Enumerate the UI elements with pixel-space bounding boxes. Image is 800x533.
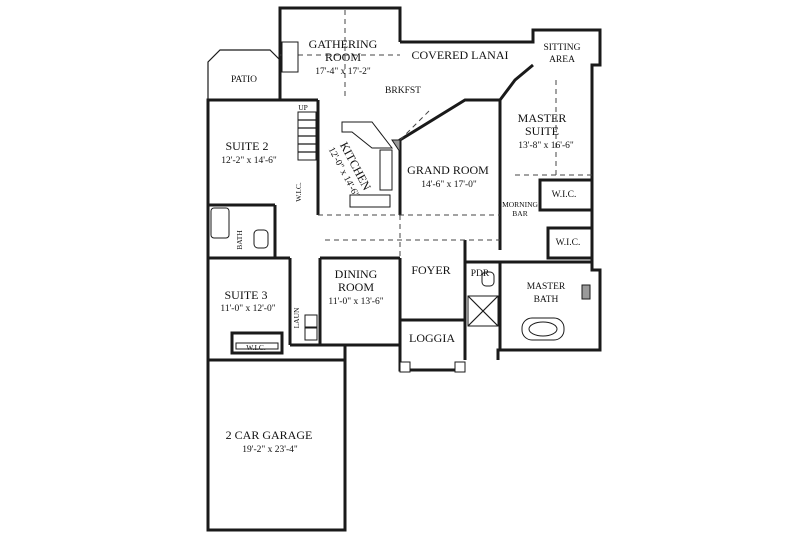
kitchen-island: [341, 121, 394, 149]
svg-text:SUITE 3: SUITE 3: [225, 288, 268, 302]
svg-text:ROOM: ROOM: [325, 50, 361, 64]
brkfst-label: BRKFST: [385, 86, 421, 96]
svg-text:W.I.C.: W.I.C.: [246, 343, 266, 352]
counter-corner: [391, 139, 401, 154]
wic-suite-3-label: W.I.C.: [246, 343, 266, 352]
fixtures: [210, 41, 591, 373]
master-suite-label-2: SUITE: [525, 124, 559, 138]
svg-text:ROOM: ROOM: [338, 280, 374, 294]
svg-text:PDR: PDR: [471, 269, 490, 279]
svg-text:MASTER: MASTER: [527, 282, 566, 292]
svg-text:W.I.C.: W.I.C.: [294, 182, 303, 202]
suite-3-dims: 11'-0" x 12'-0": [220, 304, 275, 314]
svg-text:2 CAR GARAGE: 2 CAR GARAGE: [226, 428, 313, 442]
grand-room-dims: 14'-6" x 17'-0": [421, 180, 477, 190]
covered-lanai-label: COVERED LANAI: [412, 48, 509, 62]
svg-text:19'-2" x 23'-4": 19'-2" x 23'-4": [242, 445, 298, 455]
pdr-label: PDR: [471, 269, 490, 279]
patio-label: PATIO: [231, 75, 257, 85]
svg-text:LOGGIA: LOGGIA: [409, 331, 455, 345]
svg-text:BATH: BATH: [235, 230, 244, 250]
master-suite-label: MASTER: [518, 111, 567, 125]
sitting-area-label: SITTING: [544, 43, 581, 53]
stair-icon: [297, 111, 317, 161]
wic-master-1-label: W.I.C.: [552, 190, 577, 200]
svg-text:BATH: BATH: [534, 295, 559, 305]
interior-walls: [208, 63, 594, 362]
loggia-label: LOGGIA: [409, 331, 455, 345]
svg-text:AREA: AREA: [549, 55, 575, 65]
svg-text:LAUN: LAUN: [292, 307, 301, 328]
svg-text:DINING: DINING: [335, 267, 378, 281]
svg-text:W.I.C.: W.I.C.: [556, 238, 581, 248]
svg-text:17'-4" x 17'-2": 17'-4" x 17'-2": [315, 67, 371, 77]
wic-master-2-label: W.I.C.: [556, 238, 581, 248]
ceiling-lines: [280, 10, 592, 258]
suite-2-label: SUITE 2: [226, 139, 269, 153]
svg-text:BAR: BAR: [512, 209, 527, 218]
garage-label: 2 CAR GARAGE: [226, 428, 313, 442]
grand-room-label: GRAND ROOM: [407, 163, 489, 177]
bathtub-icon: [210, 207, 230, 239]
toilet-icon: [253, 229, 269, 249]
svg-text:MASTER: MASTER: [518, 111, 567, 125]
morning-bar-label-2: BAR: [512, 209, 527, 218]
master-bath-label: MASTER: [527, 282, 566, 292]
gathering-room-label: GATHERING: [309, 37, 378, 51]
svg-text:BRKFST: BRKFST: [385, 86, 421, 96]
svg-text:FOYER: FOYER: [411, 263, 450, 277]
svg-text:UP: UP: [298, 103, 308, 112]
svg-text:W.I.C.: W.I.C.: [552, 190, 577, 200]
master-suite-dims: 13'-8" x 16'-6": [518, 141, 574, 151]
svg-text:11'-0" x 12'-0": 11'-0" x 12'-0": [220, 304, 275, 314]
morning-bar-label: MORNING: [502, 200, 538, 209]
svg-text:COVERED LANAI: COVERED LANAI: [412, 48, 509, 62]
svg-text:13'-8" x 16'-6": 13'-8" x 16'-6": [518, 141, 574, 151]
svg-text:GRAND ROOM: GRAND ROOM: [407, 163, 489, 177]
svg-text:SITTING: SITTING: [544, 43, 581, 53]
svg-text:SUITE: SUITE: [525, 124, 559, 138]
svg-text:SUITE 2: SUITE 2: [226, 139, 269, 153]
garage-dims: 19'-2" x 23'-4": [242, 445, 298, 455]
sitting-area-label-2: AREA: [549, 55, 575, 65]
laun-label: LAUN: [292, 307, 301, 328]
dining-room-label-2: ROOM: [338, 280, 374, 294]
svg-text:GATHERING: GATHERING: [309, 37, 378, 51]
gathering-room-dims: 17'-4" x 17'-2": [315, 67, 371, 77]
bath-label: BATH: [235, 230, 244, 250]
svg-text:PATIO: PATIO: [231, 75, 257, 85]
dining-room-label: DINING: [335, 267, 378, 281]
wic-kitchen-label: W.I.C.: [294, 182, 303, 202]
up-label: UP: [298, 103, 308, 112]
dining-room-dims: 11'-0" x 13'-6": [328, 297, 383, 307]
gathering-room-label-2: ROOM: [325, 50, 361, 64]
svg-text:14'-6" x 17'-0": 14'-6" x 17'-0": [421, 180, 477, 190]
svg-text:11'-0" x 13'-6": 11'-0" x 13'-6": [328, 297, 383, 307]
suite-3-label: SUITE 3: [225, 288, 268, 302]
svg-text:MORNING: MORNING: [502, 200, 538, 209]
svg-text:12'-2" x 14'-6": 12'-2" x 14'-6": [221, 156, 277, 166]
suite-2-dims: 12'-2" x 14'-6": [221, 156, 277, 166]
foyer-label: FOYER: [411, 263, 450, 277]
master-bath-label-2: BATH: [534, 295, 559, 305]
